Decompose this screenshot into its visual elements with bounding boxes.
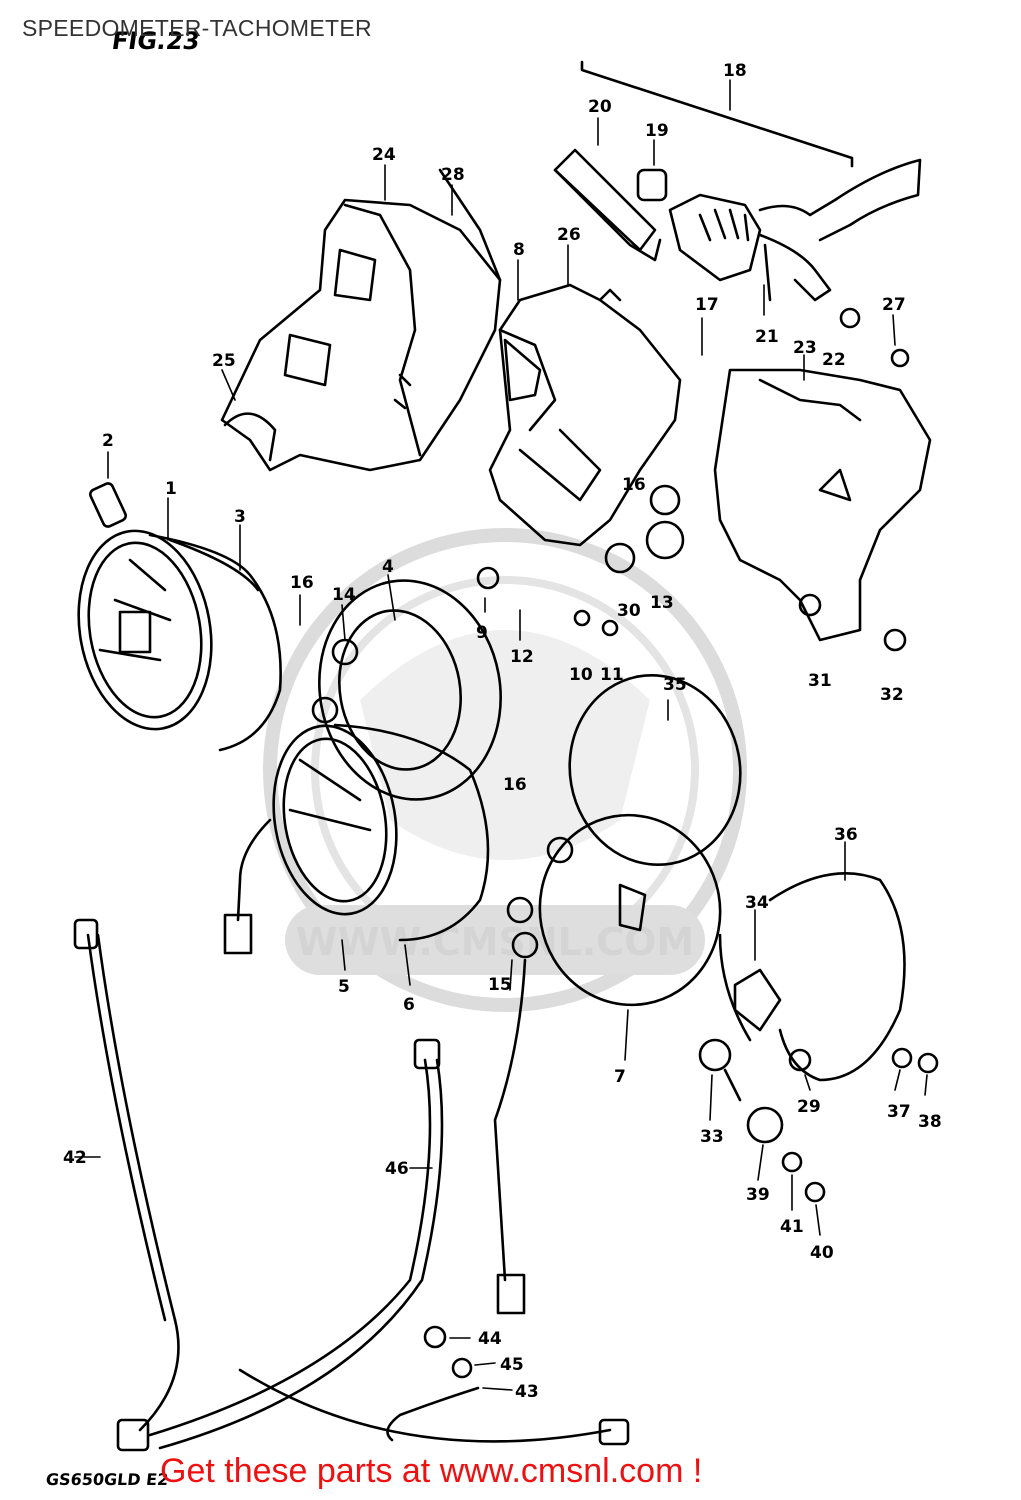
rear-cover [698,872,906,1102]
part-label: 13 [650,593,674,613]
part-label: 14 [332,585,356,605]
part-label: 16 [622,475,646,495]
part-label: 33 [700,1127,724,1147]
part-label: 37 [887,1102,911,1122]
part-label: 45 [500,1355,524,1375]
part-label: 30 [617,601,641,621]
meter-bracket [488,283,682,547]
part-label: 35 [663,675,687,695]
mounting-plate [713,368,932,642]
upper-meter-cover [220,168,502,472]
part-label: 18 [723,61,747,81]
part-label: 28 [441,165,465,185]
part-label: 26 [557,225,581,245]
tachometer-cable [148,1038,630,1450]
part-label: 12 [510,647,534,667]
part-number-labels: 1 2 3 4 5 6 7 8 9 10 11 12 13 14 15 16 1… [63,61,942,1402]
part-label: 44 [478,1329,502,1349]
part-label: 19 [645,121,669,141]
model-code: GS650GLD E2 [45,1470,170,1489]
small-hardware [89,307,939,1442]
wiring-connector-panel [553,148,922,302]
part-label: 16 [503,775,527,795]
part-label: 20 [588,97,612,117]
part-label: 43 [515,1382,539,1402]
part-label: 8 [513,240,525,260]
part-label: 36 [834,825,858,845]
part-label: 1 [165,479,177,499]
speedometer-assembly [77,529,282,752]
part-label: 40 [810,1243,834,1263]
part-label: 25 [212,351,236,371]
part-label: 9 [476,623,488,643]
watermark-logo: WWW.CMSNL.COM [263,528,747,1012]
part-label: 11 [600,665,624,685]
page-title: SPEEDOMETER-TACHOMETER [22,15,372,41]
speedometer-cable [73,918,180,1452]
part-label: 21 [755,327,779,347]
part-label: 23 [793,338,817,358]
part-label: 4 [382,557,394,577]
get-parts-link[interactable]: Get these parts at www.cmsnl.com ! [160,1452,703,1490]
part-label: 27 [882,295,906,315]
part-label: 7 [614,1067,626,1087]
leader-lines [74,79,928,1391]
part-label: 6 [403,995,415,1015]
part-label: 42 [63,1148,87,1168]
part-label: 41 [780,1217,804,1237]
part-label: 39 [746,1185,770,1205]
assembly-bracket-18 [580,60,854,168]
part-label: 16 [290,573,314,593]
part-label: 17 [695,295,719,315]
part-label: 29 [797,1097,821,1117]
part-label: 5 [338,977,350,997]
part-label: 38 [918,1112,942,1132]
tachometer-housing [493,673,742,1315]
part-label: 3 [234,507,246,527]
watermark-text: WWW.CMSNL.COM [296,920,695,964]
part-label: 32 [880,685,904,705]
part-label: 10 [569,665,593,685]
part-label: 22 [822,350,846,370]
part-label: 15 [488,975,512,995]
part-label: 31 [808,671,832,691]
part-label: 34 [745,893,769,913]
part-label: 46 [385,1159,409,1179]
part-label: 24 [372,145,396,165]
part-label: 2 [102,431,114,451]
tachometer-assembly [223,723,490,955]
